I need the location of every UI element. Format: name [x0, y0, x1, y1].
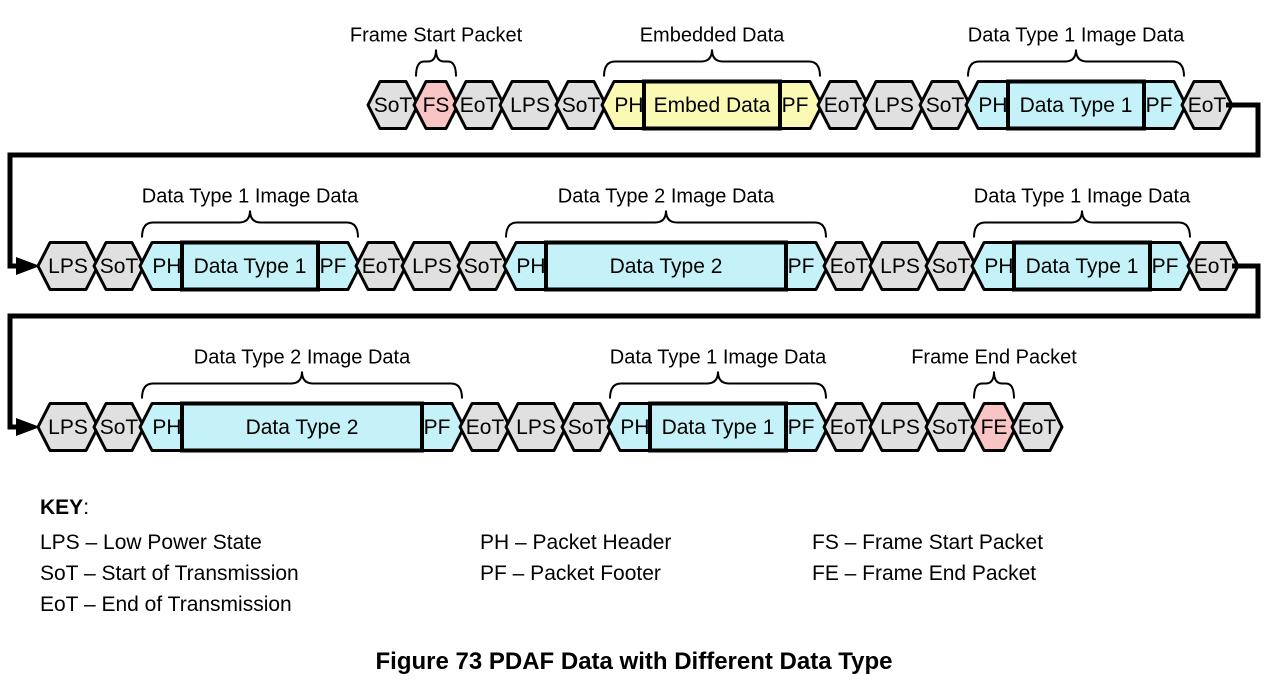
- segment-label: SoT: [932, 416, 971, 439]
- group-label: Data Type 1 Image Data: [968, 25, 1185, 47]
- packet-body-label: Data Type 2: [610, 255, 723, 278]
- segment-label: EoT: [362, 255, 401, 278]
- key-title-word: KEY: [40, 496, 84, 519]
- packet-body-label: Data Type 1: [662, 416, 775, 439]
- group-brace: [141, 210, 359, 238]
- segment-label: LPS: [412, 255, 452, 278]
- segment-label: EoT: [1194, 255, 1233, 278]
- segment-label: LPS: [880, 416, 920, 439]
- group-label: Data Type 1 Image Data: [142, 186, 359, 208]
- packet-ph-label: PH: [978, 94, 1007, 117]
- packet-payload-box: [642, 79, 782, 131]
- flow-arrow-icon: [16, 257, 40, 275]
- group-label: Embedded Data: [640, 25, 785, 47]
- group-brace: [609, 371, 827, 399]
- key-entry-sot: SoT – Start of Transmission: [40, 562, 299, 585]
- key-column-frame: FS – Frame Start Packet FE – Frame End P…: [812, 527, 1043, 589]
- group-brace: [415, 49, 457, 77]
- packet-pf-label: PF: [1146, 94, 1173, 117]
- key-entry-ph: PH – Packet Header: [480, 531, 672, 554]
- packet-ph-label: PH: [614, 94, 643, 117]
- segment-label: LPS: [874, 94, 914, 117]
- packet-payload-box: [180, 240, 320, 292]
- packet-ph-label: PH: [516, 255, 545, 278]
- segment-label: EoT: [824, 94, 863, 117]
- key-entry-fe: FE – Frame End Packet: [812, 562, 1037, 585]
- packet-payload-box: [648, 401, 788, 453]
- segment-eot: [1010, 402, 1064, 452]
- segment-label: SoT: [100, 255, 139, 278]
- packet-body-label: Data Type 1: [194, 255, 307, 278]
- packet-body-label: Embed Data: [654, 94, 771, 117]
- key-entry-pf: PF – Packet Footer: [480, 562, 661, 585]
- segment-label: EoT: [830, 255, 869, 278]
- packet-pf-label: PF: [1152, 255, 1179, 278]
- group-label: Frame Start Packet: [350, 25, 523, 47]
- flow-arrow-icon: [16, 418, 40, 436]
- group-brace: [603, 49, 821, 77]
- key-column-packet: PH – Packet Header PF – Packet Footer: [480, 527, 671, 589]
- segment-label: FE: [981, 416, 1008, 439]
- packet-payload-box: [1006, 79, 1146, 131]
- group-brace: [973, 210, 1191, 238]
- segment-label: SoT: [562, 94, 601, 117]
- figure-caption: Figure 73 PDAF Data with Different Data …: [375, 648, 893, 675]
- segment-label: LPS: [48, 255, 88, 278]
- group-label: Data Type 2 Image Data: [558, 186, 775, 208]
- key-entry-lps: LPS – Low Power State: [40, 531, 262, 554]
- segment-label: LPS: [48, 416, 88, 439]
- packet-body-label: Data Type 2: [246, 416, 359, 439]
- segment-label: LPS: [516, 416, 556, 439]
- packet-pf-label: PF: [782, 94, 809, 117]
- group-brace: [967, 49, 1185, 77]
- packet-ph-label: PH: [152, 255, 181, 278]
- packet-payload-box: [544, 240, 788, 292]
- key-column-transmission: LPS – Low Power State SoT – Start of Tra…: [40, 527, 299, 620]
- packet-payload-box: [1012, 240, 1152, 292]
- segment-label: LPS: [880, 255, 920, 278]
- key-title-colon: :: [83, 496, 90, 519]
- group-brace: [141, 371, 463, 399]
- packet-pf-label: PF: [320, 255, 347, 278]
- segment-label: EoT: [1188, 94, 1227, 117]
- group-brace: [505, 210, 827, 238]
- group-brace: [973, 371, 1015, 399]
- segment-label: EoT: [466, 416, 505, 439]
- group-label: Data Type 2 Image Data: [194, 347, 411, 369]
- packet-pf-label: PF: [788, 416, 815, 439]
- wrap-connector: [7, 263, 1261, 430]
- segment-label: SoT: [374, 94, 413, 117]
- packet-ph-label: PH: [620, 416, 649, 439]
- segment-label: LPS: [510, 94, 550, 117]
- segment-label: SoT: [932, 255, 971, 278]
- wrap-connector: [7, 102, 1261, 269]
- packet-pf-label: PF: [788, 255, 815, 278]
- packet-body-label: Data Type 1: [1020, 94, 1133, 117]
- segment-label: EoT: [1018, 416, 1057, 439]
- key-title: KEY:: [40, 496, 89, 520]
- key-entry-fs: FS – Frame Start Packet: [812, 531, 1044, 554]
- segment-label: SoT: [926, 94, 965, 117]
- segment-label: SoT: [568, 416, 607, 439]
- packet-body-label: Data Type 1: [1026, 255, 1139, 278]
- packet-ph-label: PH: [152, 416, 181, 439]
- group-label: Data Type 1 Image Data: [974, 186, 1191, 208]
- segment-label: EoT: [460, 94, 499, 117]
- segment-label: SoT: [100, 416, 139, 439]
- group-label: Frame End Packet: [911, 347, 1077, 369]
- segment-label: EoT: [830, 416, 869, 439]
- packet-pf-label: PF: [424, 416, 451, 439]
- key-entry-eot: EoT – End of Transmission: [40, 593, 292, 616]
- packet-payload-box: [180, 401, 424, 453]
- segment-label: FS: [423, 94, 450, 117]
- packet-ph-label: PH: [984, 255, 1013, 278]
- group-label: Data Type 1 Image Data: [610, 347, 827, 369]
- segment-label: SoT: [464, 255, 503, 278]
